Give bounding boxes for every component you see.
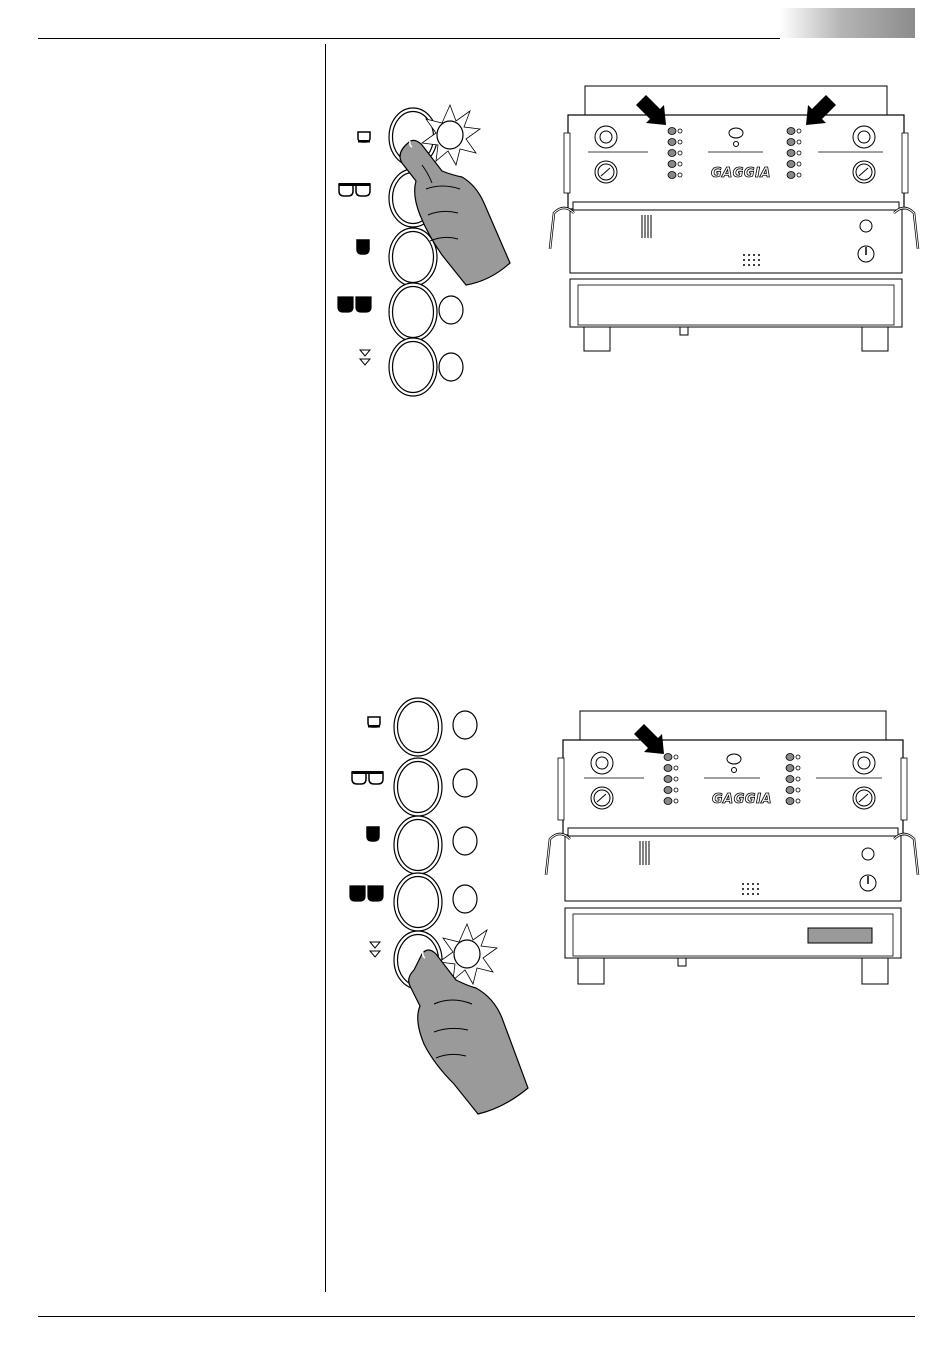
single-short-cup-icon bbox=[368, 717, 380, 728]
column-divider bbox=[325, 44, 326, 1292]
single-long-button[interactable] bbox=[394, 816, 442, 874]
double-short-cup-icon bbox=[339, 183, 370, 196]
single-short-cup-icon bbox=[358, 132, 370, 143]
led-4 bbox=[453, 885, 477, 913]
keypad-figure-1 bbox=[330, 95, 530, 400]
footer-rule bbox=[38, 1316, 915, 1317]
header-rule bbox=[38, 38, 780, 39]
double-long-cup-icon bbox=[350, 886, 383, 901]
double-long-button[interactable] bbox=[394, 873, 442, 931]
continuous-dose-icon bbox=[370, 942, 380, 957]
center-indicator bbox=[729, 128, 743, 138]
led-5 bbox=[439, 353, 463, 381]
single-short-button[interactable] bbox=[394, 698, 442, 756]
machine-figure-2: GAGGIA bbox=[540, 708, 920, 990]
keypad-figure-2 bbox=[330, 698, 540, 1113]
led-3 bbox=[453, 827, 477, 855]
hot-water-button[interactable] bbox=[860, 220, 872, 232]
single-long-cup-icon bbox=[357, 240, 369, 254]
led-4 bbox=[439, 296, 463, 324]
center-indicator bbox=[727, 754, 741, 764]
machine-brand-logo: GAGGIA bbox=[711, 166, 771, 181]
continuous-button[interactable] bbox=[389, 338, 437, 396]
display-panel bbox=[808, 928, 872, 943]
continuous-dose-icon bbox=[360, 350, 370, 365]
machine-brand-logo: GAGGIA bbox=[712, 792, 772, 807]
double-long-button[interactable] bbox=[389, 283, 437, 341]
section-tab bbox=[780, 8, 915, 38]
machine-figure-1: GAGGIA bbox=[548, 83, 920, 358]
led-1 bbox=[453, 711, 477, 739]
double-short-cup-icon bbox=[352, 771, 383, 784]
double-long-cup-icon bbox=[338, 297, 371, 312]
single-long-cup-icon bbox=[367, 827, 379, 841]
led-2 bbox=[453, 769, 477, 797]
double-short-button[interactable] bbox=[394, 758, 442, 816]
hot-water-button[interactable] bbox=[862, 848, 874, 860]
